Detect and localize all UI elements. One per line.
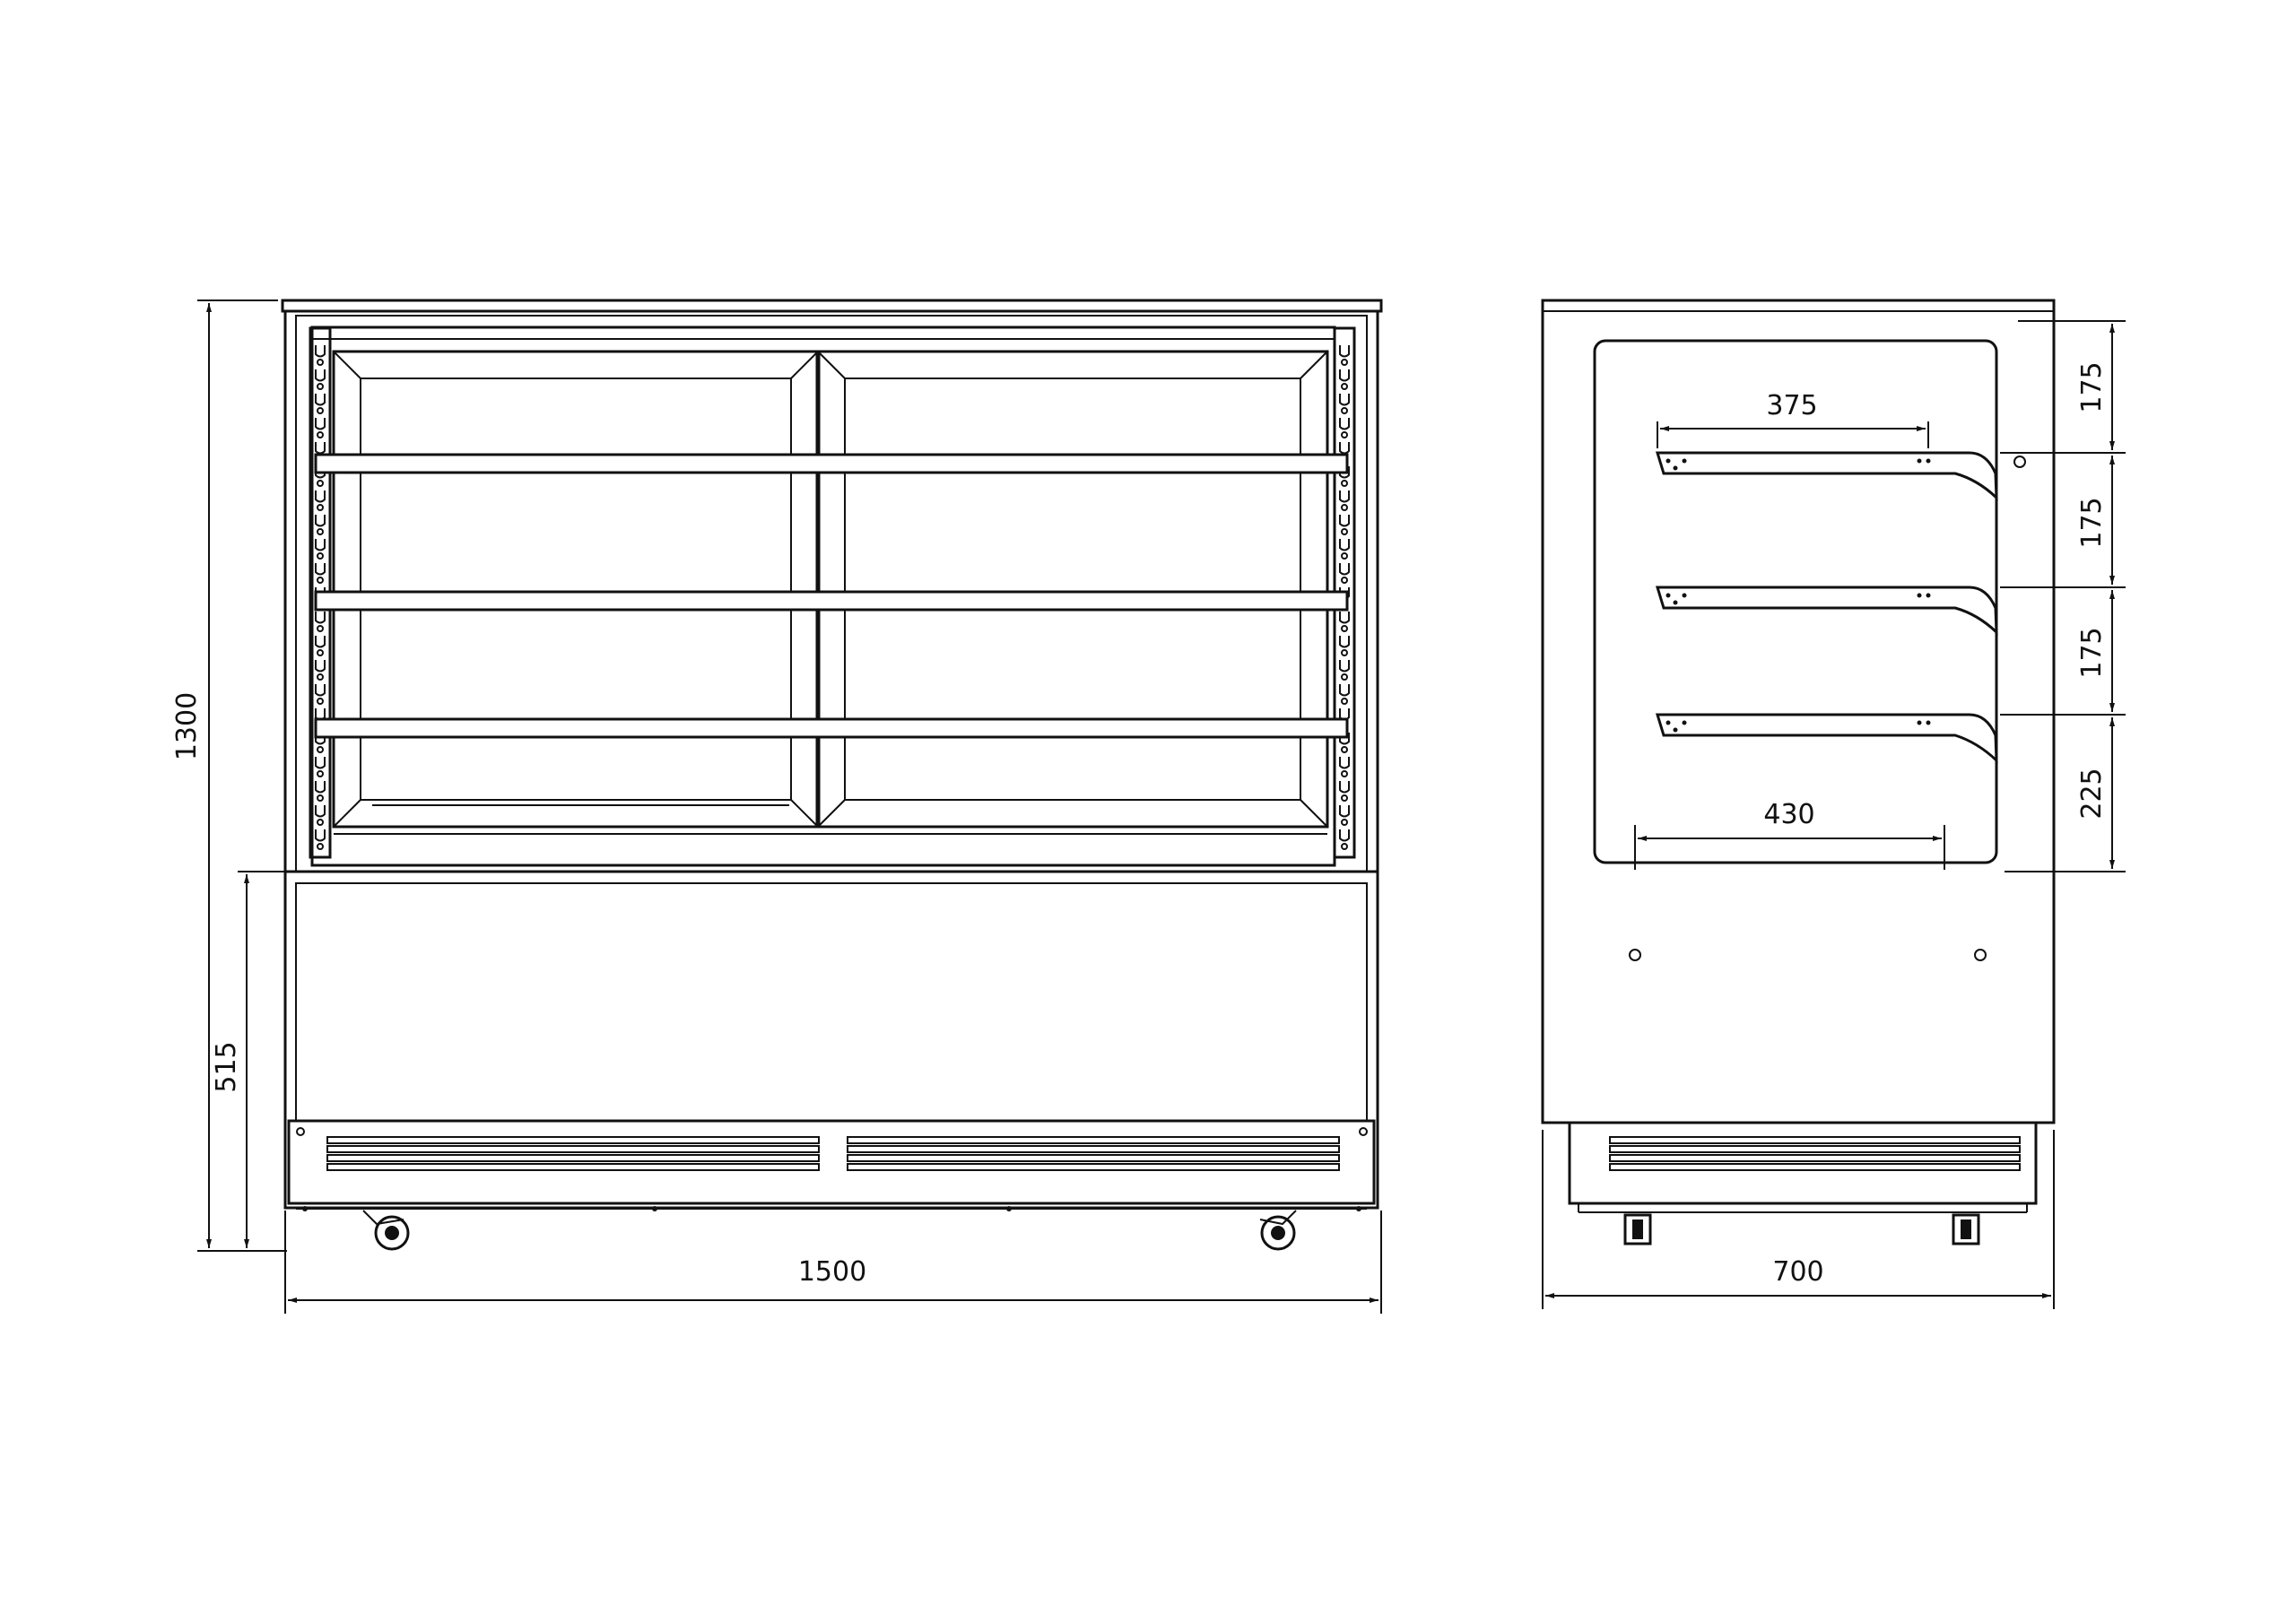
shelf-depth-label: 375 — [1766, 390, 1817, 421]
dimension-shelf-spacing: 175 175 175 225 — [2000, 320, 2126, 872]
shelf-2 — [314, 590, 1349, 612]
side-cabinet-outline — [1541, 299, 2056, 1124]
dimension-overall-width: 1500 — [284, 1211, 1382, 1314]
shelf-bracket-2 — [1655, 586, 1998, 636]
dimension-shelf-depth: 375 — [1657, 390, 1929, 448]
front-top-slab — [281, 299, 1383, 313]
depth-label: 700 — [1772, 1256, 1823, 1288]
rear-glass-left — [332, 350, 820, 829]
side-glass-window — [1593, 339, 1998, 864]
height-label: 1300 — [171, 692, 203, 760]
vent-grille-left — [326, 1136, 820, 1171]
shelf-3 — [314, 717, 1349, 739]
spacing-1-label: 175 — [2076, 361, 2108, 412]
shelf-1 — [314, 453, 1349, 474]
dimension-overall-depth: 700 — [1542, 1130, 2055, 1309]
front-view — [281, 299, 1383, 1251]
dimension-base-depth: 430 — [1634, 799, 1945, 870]
base-height-label: 515 — [211, 1041, 242, 1092]
side-caster-right — [1952, 1213, 1980, 1245]
base-depth-label: 430 — [1763, 799, 1814, 830]
front-cabinet-outline — [283, 309, 1379, 1210]
caster-left — [362, 1210, 410, 1251]
shelf-bracket-1 — [1655, 451, 1998, 501]
spacing-3-label: 175 — [2076, 627, 2108, 678]
plinth — [287, 1119, 1376, 1205]
side-vent-grille — [1609, 1136, 2021, 1171]
spacing-bottom-label: 225 — [2076, 768, 2108, 819]
side-caster-left — [1623, 1213, 1652, 1245]
side-plinth — [1568, 1121, 2038, 1205]
vent-grille-right — [847, 1136, 1340, 1171]
shelf-bracket-3 — [1655, 713, 1998, 764]
caster-right — [1259, 1210, 1297, 1251]
rear-glass-right — [816, 350, 1329, 829]
dimension-base-height: 515 — [211, 871, 296, 1248]
dimension-overall-height: 1300 — [171, 299, 287, 1252]
width-label: 1500 — [798, 1256, 866, 1288]
base-cabinet — [295, 882, 1368, 1122]
side-view — [1541, 299, 2056, 1245]
spacing-2-label: 175 — [2076, 497, 2108, 548]
